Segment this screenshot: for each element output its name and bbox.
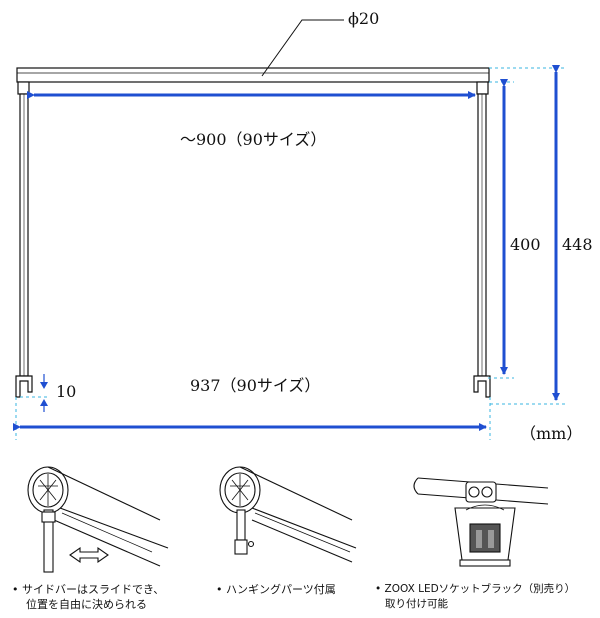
detail-slide-bar (27, 466, 169, 573)
diameter-leader (261, 19, 344, 77)
feature-caption-line: • ハンギングパーツ付属 (216, 583, 336, 596)
slide-arrow-icon (69, 546, 109, 564)
unit-label: （mm） (520, 424, 583, 443)
left-foot (15, 375, 33, 398)
foot-height-arrow (40, 374, 48, 412)
inner-height-label: 400 (510, 235, 541, 254)
feature-caption-line: • サイドバーはスライドでき、 (12, 583, 165, 596)
feature-caption-led: • ZOOX LEDソケットブラック（別売り） 取り付け可能 (375, 582, 575, 612)
frame-drawing (15, 19, 491, 398)
right-foot (473, 375, 491, 398)
pipe-diameter-label: ϕ20 (348, 9, 380, 28)
feature-caption-hanging: • ハンギングパーツ付属 (216, 582, 336, 597)
left-joint (17, 81, 30, 95)
feature-caption-slide: • サイドバーはスライドでき、 位置を自由に決められる (12, 582, 164, 612)
guide-lines (15, 67, 566, 440)
inner-width-label: ～900（90サイズ） (180, 130, 327, 149)
overall-width-label: 937（90サイズ） (190, 376, 321, 395)
feature-caption-line: • ZOOX LEDソケットブラック（別売り） (375, 583, 576, 595)
right-joint (476, 81, 489, 95)
dimension-arrows (13, 65, 560, 431)
feature-caption-line: 取り付け可能 (385, 598, 448, 610)
overall-height-label: 448 (562, 235, 593, 254)
foot-height-label: 10 (56, 382, 77, 401)
top-pipe (16, 67, 490, 83)
detail-led-socket (413, 477, 549, 567)
detail-hanging-part (219, 466, 357, 563)
feature-caption-line: 位置を自由に決められる (26, 598, 147, 611)
